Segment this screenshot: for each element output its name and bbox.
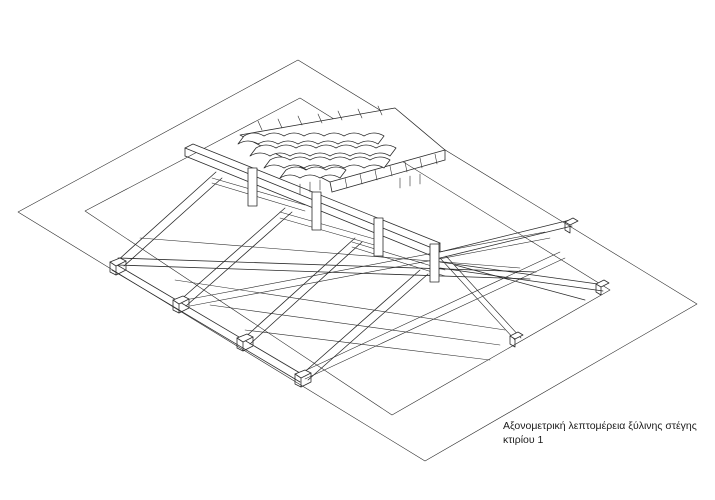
caption-line-2: κτιρίου 1 (503, 434, 544, 446)
outer-plan-outline (17, 59, 698, 462)
wall-plates (111, 257, 537, 383)
inner-building-outline (84, 97, 611, 416)
rafters (115, 171, 429, 381)
king-posts (247, 167, 440, 283)
diagonal-braces (211, 177, 522, 341)
beam-end-blocks (109, 217, 610, 388)
roof-tiles (237, 105, 397, 179)
caption-line-1: Αξονομετρική λεπτομέρεια ξύλινης στέγης (503, 420, 697, 432)
rafter-tails (299, 173, 421, 195)
tie-beams (439, 219, 606, 301)
longitudinal-beams (139, 231, 566, 380)
drawing-caption: Αξονομετρική λεπτομέρεια ξύλινης στέγης … (503, 419, 713, 447)
